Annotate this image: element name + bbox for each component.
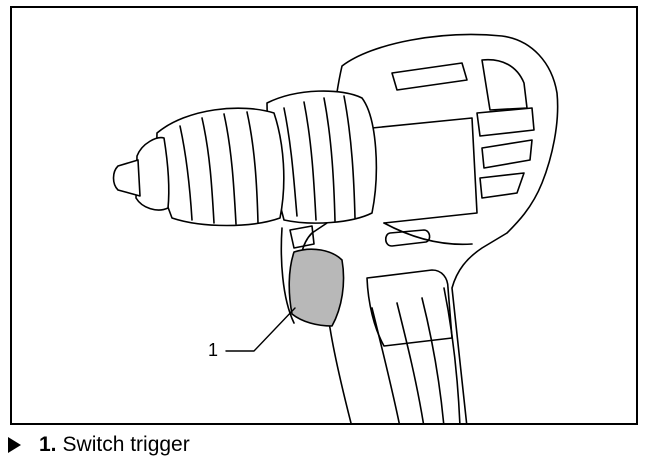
trigger-guard [280, 227, 295, 324]
handle-groove-2 [396, 302, 425, 423]
clutch-ring-ridge-2 [303, 101, 317, 221]
chuck-sleeve-ridge-1 [179, 125, 193, 221]
lower-body-line [383, 222, 473, 246]
side-vent-1 [476, 107, 535, 137]
side-vent-2 [481, 139, 533, 169]
legend-item-label: Switch trigger [62, 433, 190, 456]
side-vent-3 [479, 172, 525, 199]
handle-groove-1 [371, 307, 400, 423]
switch-trigger [288, 248, 345, 327]
handle-groove-4 [443, 287, 461, 423]
clutch-ring-ridge-4 [343, 95, 356, 219]
top-vent-1 [391, 62, 468, 91]
body-panel-line [371, 117, 478, 224]
direction-switch [289, 225, 315, 249]
top-vent-2 [481, 58, 528, 111]
callout-leader-line [225, 307, 296, 352]
chuck-nose [135, 136, 170, 211]
clutch-ring-ridge-1 [283, 107, 298, 217]
chuck-sleeve-ridge-3 [223, 113, 237, 225]
chuck-sleeve-ridge-2 [201, 117, 215, 224]
chuck-jaw-tip [112, 159, 141, 197]
handle-grip-panel [366, 269, 453, 347]
legend-item-number: 1. [39, 433, 57, 456]
chuck-sleeve [156, 107, 285, 227]
figure-frame: 1 [10, 6, 638, 425]
drill-illustration [112, 33, 559, 423]
chuck-sleeve-ridge-4 [246, 111, 259, 224]
legend: 1. Switch trigger [8, 430, 190, 460]
side-slot [384, 229, 431, 247]
clutch-ring-ridge-3 [323, 97, 336, 222]
callout-number-1: 1 [208, 340, 219, 360]
handle-groove-3 [421, 297, 445, 423]
right-triangle-icon [8, 437, 21, 453]
